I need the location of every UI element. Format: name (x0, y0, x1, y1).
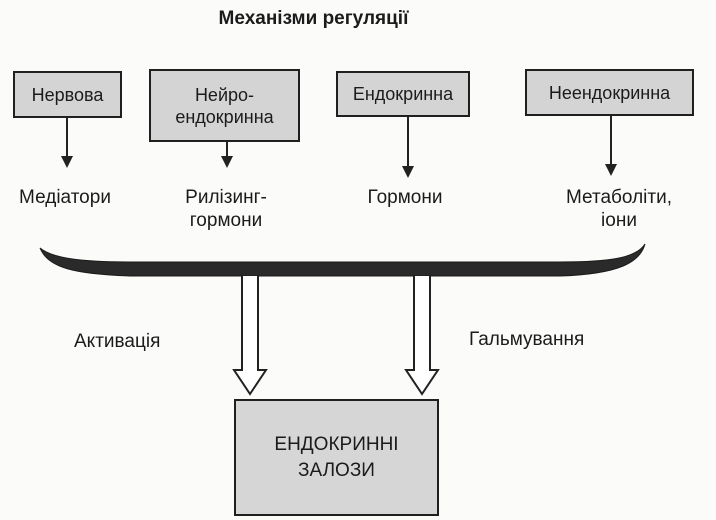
inhibition-label: Гальмування (469, 329, 585, 350)
output-releasing-hormones: Рилізинг- гормони (185, 187, 267, 231)
inhibition-arrow (404, 276, 440, 396)
collecting-bracket (39, 243, 646, 277)
endocrine-glands-label: ЕНДОКРИННІ ЗАЛОЗИ (274, 433, 399, 481)
down-arrow-endocrine (402, 117, 414, 178)
box-nonendocrine-label: Неендокринна (548, 82, 671, 103)
activation-label: Активація (74, 331, 161, 352)
box-nervous: Нервова (13, 71, 122, 118)
box-nervous-label: Нервова (31, 84, 104, 105)
box-endocrine-label: Ендокринна (352, 84, 454, 104)
down-arrow-nervous (61, 118, 73, 168)
box-nonendocrine: Неендокринна (525, 69, 694, 116)
output-metabolites-ions: Метаболіти, іони (566, 187, 672, 231)
activation-arrow (232, 276, 268, 396)
output-hormones: Гормони (367, 187, 443, 208)
diagram-title: Механізми регуляції (218, 8, 409, 29)
down-arrow-neuroendocrine (221, 142, 233, 168)
box-neuroendocrine: Нейро- ендокринна (149, 69, 300, 142)
down-arrow-nonendocrine (605, 116, 617, 176)
box-endocrine: Ендокринна (336, 71, 470, 117)
output-mediators: Медіатори (19, 187, 111, 208)
box-neuroendocrine-label: Нейро- ендокринна (175, 84, 274, 127)
endocrine-glands-box: ЕНДОКРИННІ ЗАЛОЗИ (234, 399, 439, 516)
